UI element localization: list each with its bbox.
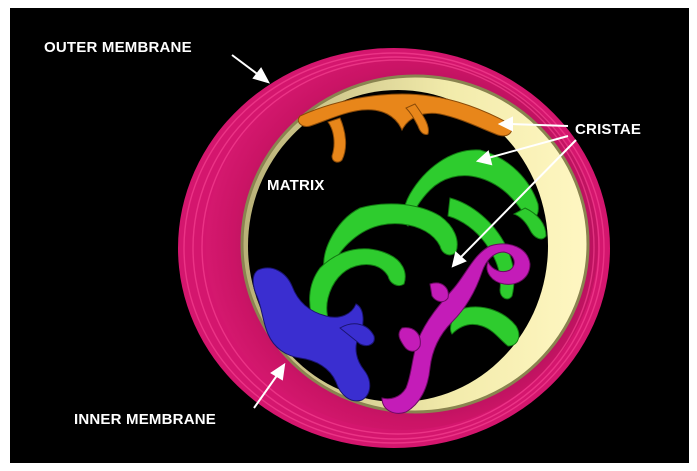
outer-membrane-arrowhead xyxy=(254,69,268,82)
outer-membrane-arrow xyxy=(232,55,260,76)
outer-membrane-label: OUTER MEMBRANE xyxy=(44,39,192,56)
inner-membrane-label: INNER MEMBRANE xyxy=(74,411,216,428)
cristae-label: CRISTAE xyxy=(575,121,641,138)
mitochondrion-illustration xyxy=(10,8,689,463)
mitochondrion-diagram: OUTER MEMBRANE CRISTAE MATRIX INNER MEMB… xyxy=(10,8,689,463)
matrix-label: MATRIX xyxy=(267,177,325,194)
